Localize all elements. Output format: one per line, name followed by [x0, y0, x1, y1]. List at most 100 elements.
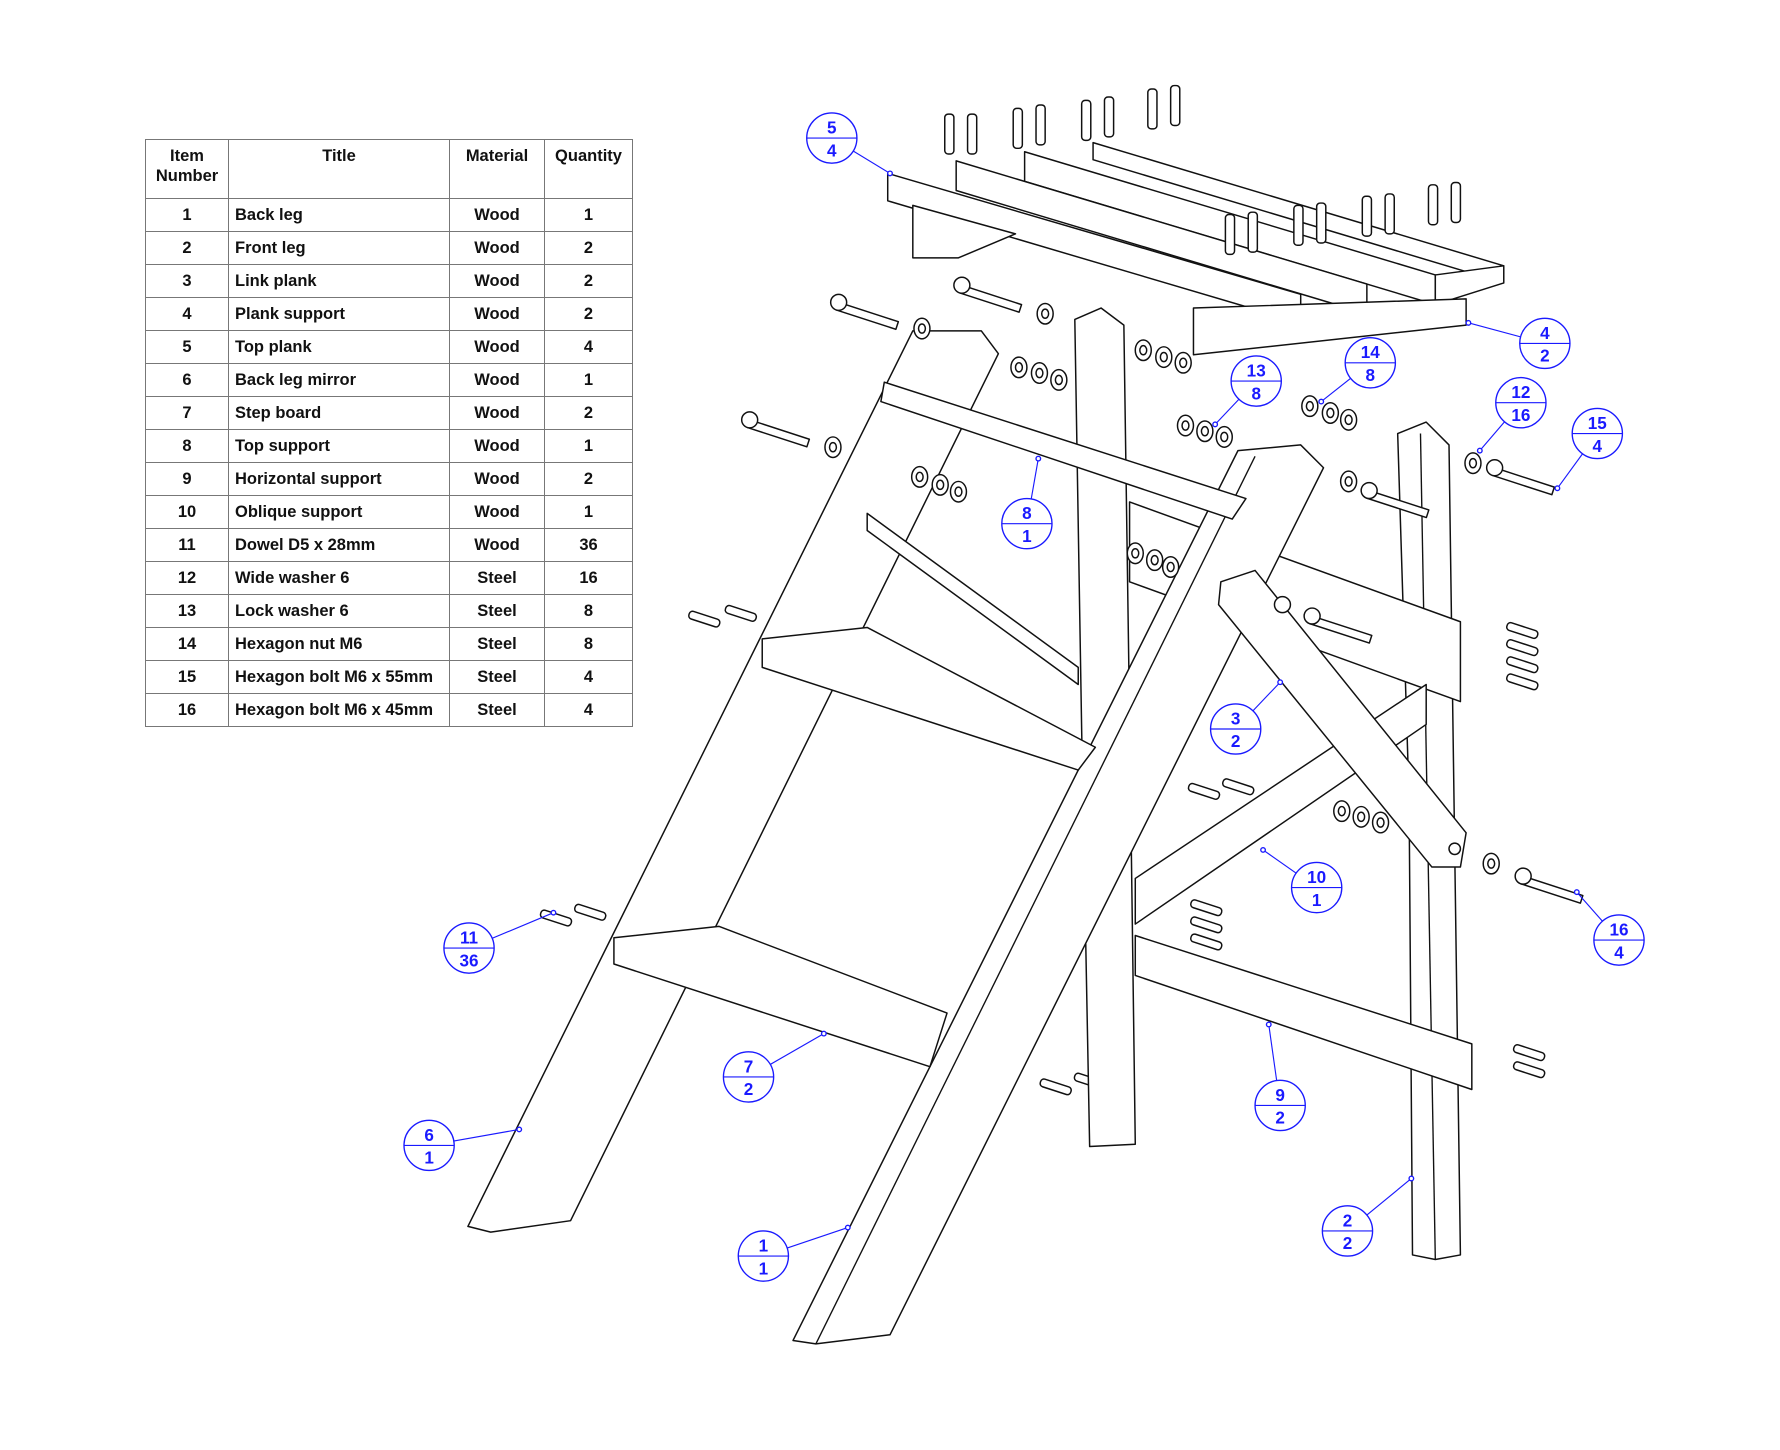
dowel-icon: [1506, 621, 1539, 640]
balloon-quantity: 36: [460, 951, 479, 970]
dowel-icon: [1361, 195, 1373, 237]
cell-title: Dowel D5 x 28mm: [228, 528, 450, 562]
dowel-icon: [1512, 1061, 1546, 1079]
washer-icon: [1145, 549, 1164, 572]
dowel-icon: [1450, 181, 1462, 224]
dowel-icon: [1384, 193, 1395, 235]
step-boards: [613, 626, 1097, 1068]
dowel-icon: [1293, 204, 1304, 247]
dowel-icon: [1147, 88, 1158, 130]
header-title: Title: [228, 139, 450, 199]
dowel-icon: [944, 113, 955, 155]
dowel-icon: [539, 909, 573, 927]
balloon-item-number: 12: [1511, 383, 1530, 402]
link-plank: [1217, 569, 1467, 868]
cell-title: Top plank: [228, 330, 450, 364]
cell-item: 11: [145, 528, 229, 562]
header-item-number: Item Number: [145, 139, 229, 199]
cell-quantity: 4: [544, 693, 633, 727]
cell-quantity: 2: [544, 297, 633, 331]
hex-bolt-icon: [1514, 867, 1584, 904]
balloon-quantity: 1: [1022, 527, 1032, 546]
arrow-head: [1277, 679, 1284, 686]
washer-icon: [1371, 811, 1390, 834]
hex-bolt-icon: [1303, 607, 1373, 644]
dowel-icon: [1247, 211, 1259, 253]
balloon-item-number: 10: [1307, 868, 1326, 887]
cell-quantity: 1: [544, 198, 633, 232]
header-quantity: Quantity: [544, 139, 633, 199]
washer-icon: [1464, 452, 1482, 475]
washer-icon: [1196, 420, 1214, 443]
balloon-item-10: 101: [1260, 846, 1343, 914]
cell-title: Hexagon nut M6: [228, 627, 450, 661]
washer-icon: [1036, 302, 1054, 325]
top-support: [866, 381, 1247, 686]
arrow-head: [1554, 485, 1561, 492]
dowel-icon: [1187, 782, 1221, 800]
arrow-head: [1573, 889, 1580, 896]
balloon-quantity: 1: [759, 1259, 769, 1278]
balloon-quantity: 2: [1540, 347, 1550, 366]
dowel-icon: [1224, 213, 1236, 256]
arrow-head: [1260, 846, 1267, 853]
balloon-item-number: 16: [1609, 920, 1628, 939]
washer-icon: [1155, 346, 1173, 369]
dowel-icon: [1035, 104, 1046, 146]
dowel-icon: [1103, 96, 1115, 138]
cell-quantity: 36: [544, 528, 633, 562]
balloon-quantity: 8: [1366, 366, 1376, 385]
cell-title: Hexagon bolt M6 x 45mm: [228, 693, 450, 727]
balloon-item-7: 72: [722, 1030, 827, 1103]
cell-item: 16: [145, 693, 229, 727]
balloon-item-9: 92: [1254, 1021, 1306, 1132]
balloon-quantity: 4: [827, 141, 837, 160]
dowel-icon: [1169, 84, 1181, 127]
balloon-quantity: 1: [424, 1149, 434, 1168]
washer-icon: [1134, 339, 1152, 362]
balloon-item-16: 164: [1573, 889, 1645, 966]
washer-icon: [1321, 401, 1340, 424]
balloon-item-number: 13: [1247, 361, 1266, 380]
top-planks: [886, 141, 1505, 356]
back-legs: [467, 330, 1325, 1345]
balloon-item-number: 5: [827, 118, 837, 137]
balloon-quantity: 4: [1593, 437, 1603, 456]
cell-material: Steel: [449, 660, 545, 694]
arrow-head: [516, 1126, 523, 1133]
balloon-quantity: 2: [1231, 732, 1241, 751]
hex-bolt-icon: [829, 293, 900, 331]
dowel-icon: [1221, 778, 1255, 796]
washer-icon: [824, 436, 842, 459]
cell-quantity: 1: [544, 363, 633, 397]
washer-icon: [1301, 395, 1319, 418]
washer-icon: [1161, 555, 1180, 579]
balloon-item-number: 11: [460, 928, 479, 947]
cell-material: Wood: [449, 198, 545, 232]
balloon-item-number: 7: [744, 1057, 754, 1076]
cell-material: Wood: [449, 297, 545, 331]
balloon-item-15: 154: [1554, 407, 1624, 492]
hex-bolt-icon: [953, 276, 1023, 313]
table-header-row: Item Number Title Material Quantity: [145, 139, 633, 199]
arrow-head: [887, 170, 893, 177]
balloon-item-5: 54: [806, 112, 893, 177]
balloon-item-number: 15: [1588, 414, 1608, 433]
dowel-icon: [1039, 1078, 1072, 1096]
balloon-quantity: 2: [1275, 1109, 1285, 1128]
washer-icon: [1010, 356, 1028, 379]
hex-bolt-icon: [1360, 481, 1430, 519]
balloon-item-14: 148: [1318, 337, 1397, 405]
cell-title: Front leg: [228, 231, 450, 265]
balloon-item-number: 8: [1022, 504, 1032, 523]
